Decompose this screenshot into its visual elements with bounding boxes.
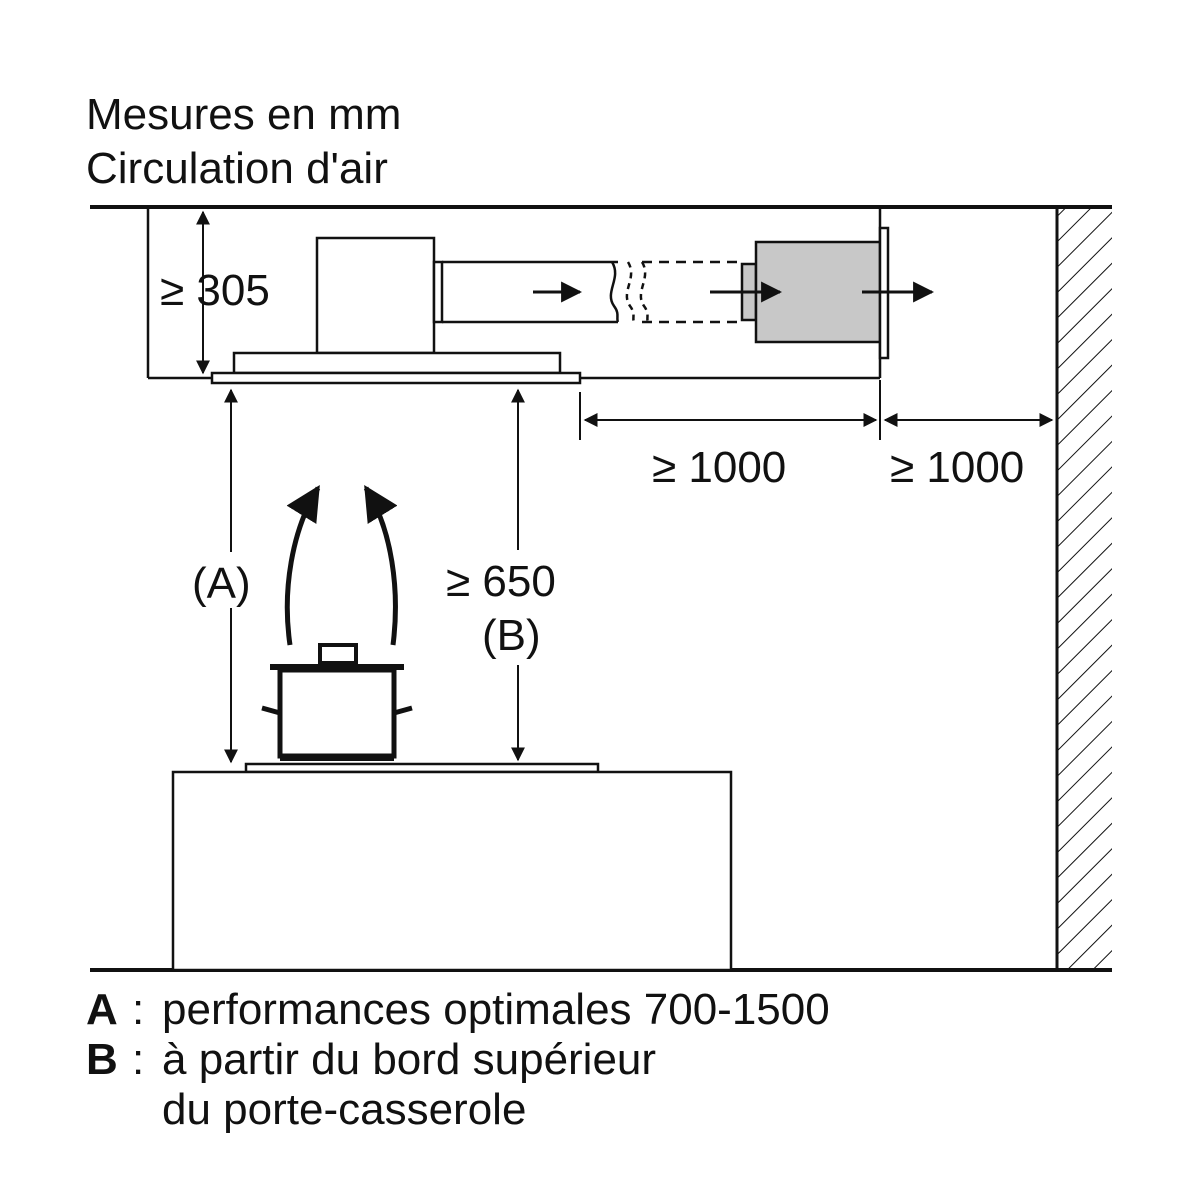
steam-arrows <box>284 485 398 646</box>
diagram-header: Mesures en mm Circulation d'air <box>86 88 401 196</box>
dimension-horizontal-2-label: ≥ 1000 <box>890 443 1024 492</box>
air-duct <box>432 260 758 324</box>
legend-text-b-line1: à partir du bord supérieur <box>162 1035 657 1084</box>
dimension-ceiling-gap: ≥ 305 <box>160 210 270 375</box>
hood-unit <box>210 236 582 385</box>
measurement-unit-note: Mesures en mm <box>86 90 402 139</box>
dimension-horizontal-2: ≥ 1000 <box>879 380 1054 492</box>
wall <box>1055 207 1112 970</box>
dimension-ceiling-gap-label: ≥ 305 <box>160 266 270 315</box>
legend-separator: : <box>132 1035 145 1084</box>
dimension-b: ≥ 650 (B) <box>440 388 590 762</box>
legend: A : performances optimales 700-1500 B : … <box>86 985 830 1135</box>
legend-text-b-line2: du porte-casserole <box>162 1085 527 1134</box>
dimension-b-label: (B) <box>482 611 541 660</box>
dimension-horizontal-1-label: ≥ 1000 <box>652 443 786 492</box>
legend-item-b: B : à partir du bord supérieur <box>86 1035 830 1085</box>
legend-separator: : <box>132 985 145 1034</box>
legend-text-a: performances optimales 700-1500 <box>162 985 830 1034</box>
legend-item-a: A : performances optimales 700-1500 <box>86 985 830 1035</box>
dimension-b-value: ≥ 650 <box>446 557 556 606</box>
cooking-pot <box>261 643 413 761</box>
air-circulation-title: Circulation d'air <box>86 144 388 193</box>
dimension-a: (A) <box>190 388 270 764</box>
legend-key-b: B <box>86 1035 118 1084</box>
legend-key-a: A <box>86 985 118 1034</box>
dimension-a-label: (A) <box>192 559 251 608</box>
kitchen-counter <box>171 770 733 972</box>
dimension-horizontal-1: ≥ 1000 <box>579 392 878 492</box>
